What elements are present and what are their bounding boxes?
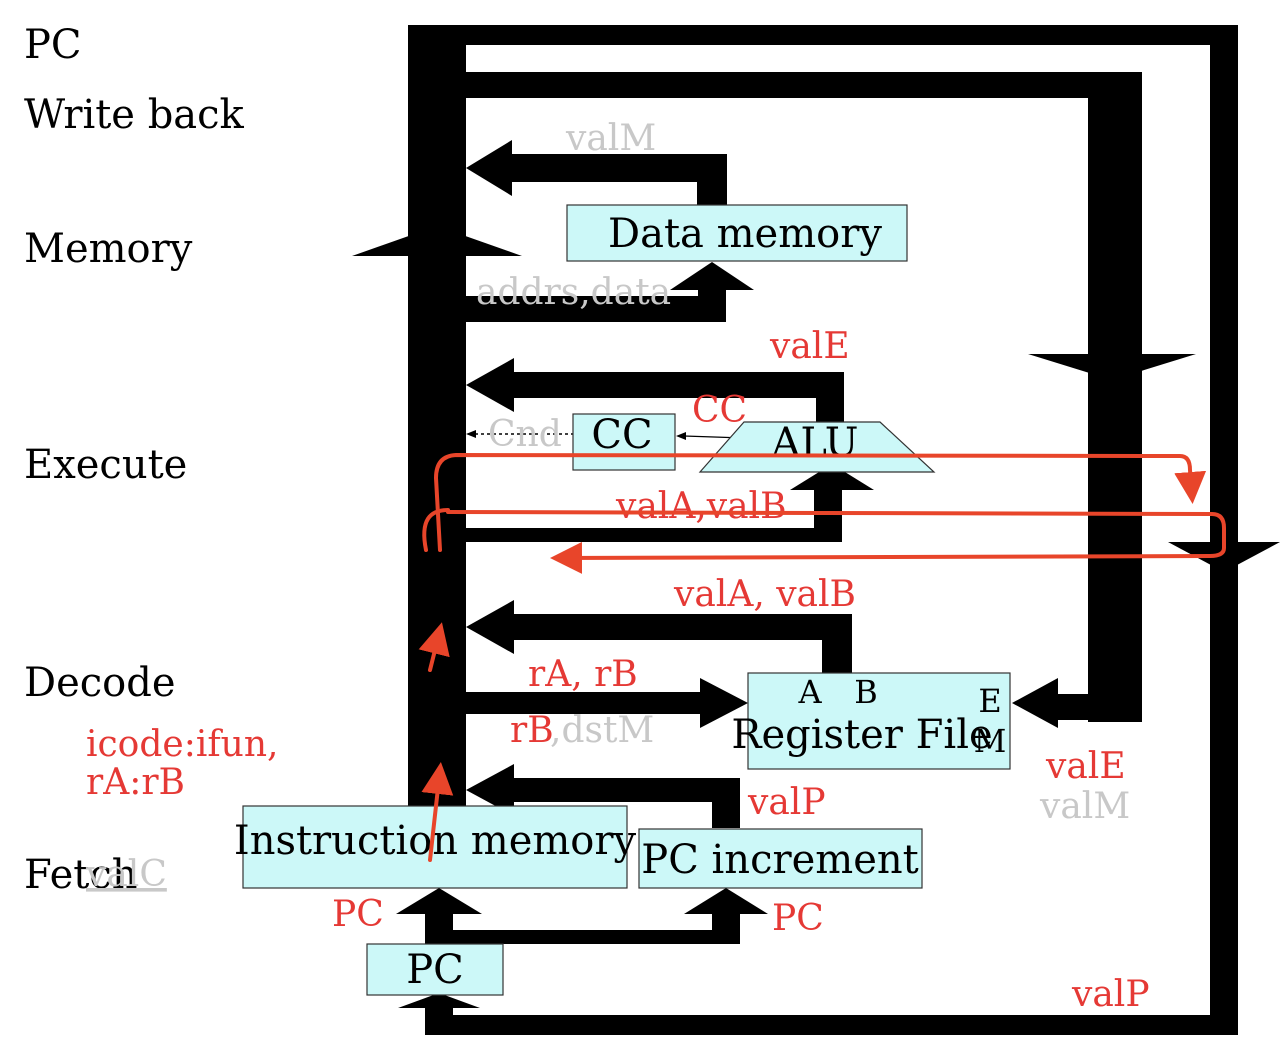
vale-bar bbox=[502, 372, 844, 398]
pc-increment-box bbox=[638, 828, 923, 889]
signal-valc: valC bbox=[85, 854, 167, 895]
cc-box bbox=[572, 413, 676, 471]
bus-structure bbox=[352, 25, 1280, 1035]
signal-valp-increment: valP bbox=[747, 782, 826, 823]
register-port-e: E bbox=[978, 682, 1001, 720]
trace-lower-hook bbox=[422, 508, 450, 552]
signal-pc-to-imem: PC bbox=[332, 894, 384, 935]
valm-arrowhead bbox=[466, 140, 512, 196]
alu-label: ALU bbox=[771, 420, 859, 466]
writeback-arrowhead bbox=[1012, 678, 1058, 728]
addrs-stem bbox=[698, 286, 726, 322]
pc-increment-label: PC increment bbox=[641, 837, 918, 883]
pc-register-box bbox=[366, 943, 504, 996]
signal-vale-writeback: valE bbox=[1045, 746, 1126, 787]
valp-bottom-bus bbox=[425, 1015, 1238, 1035]
data-memory-label: Data memory bbox=[608, 211, 882, 257]
top-rail-gap bbox=[466, 45, 1210, 71]
valp-arrowhead bbox=[466, 764, 514, 816]
alu-in-bar bbox=[466, 528, 842, 542]
cc-box-label: CC bbox=[591, 412, 652, 458]
blocks: Data memory CC ALU A B E M Register File… bbox=[234, 204, 1011, 996]
signal-vala-valb-regout: valA, valB bbox=[673, 574, 856, 615]
stage-label-fetch: Fetch bbox=[24, 852, 137, 898]
red-trace-annotations bbox=[418, 453, 1226, 862]
signal-vala-valb-alu: valA,valB bbox=[615, 486, 787, 527]
main-vertical-bus bbox=[408, 25, 466, 810]
signal-ra-rb-fields: rA:rB bbox=[86, 762, 185, 803]
memory-stage-marker bbox=[352, 226, 522, 256]
pc-to-inc-stem bbox=[712, 910, 740, 944]
signal-valp-bottom: valP bbox=[1071, 974, 1150, 1015]
stage-label-write-back: Write back bbox=[24, 92, 245, 138]
signal-addrs-data: addrs,data bbox=[476, 272, 671, 313]
cc-input-arrowhead bbox=[676, 432, 686, 440]
pc-register-label: PC bbox=[406, 947, 464, 993]
register-port-m: M bbox=[974, 722, 1007, 760]
addrs-bar bbox=[466, 296, 724, 322]
stage-labels: PC Write back Memory Execute Decode Fetc… bbox=[24, 22, 245, 898]
signal-valm-writeback: valM bbox=[1039, 786, 1130, 827]
signal-cc-label: CC bbox=[692, 390, 747, 431]
alu-in-arrowhead bbox=[790, 464, 874, 490]
trace-upper-loop bbox=[434, 453, 1207, 552]
signal-vale-alu: valE bbox=[769, 326, 850, 367]
pc-to-imem-arrowhead bbox=[396, 888, 482, 914]
writeback-bar bbox=[1050, 694, 1142, 720]
signal-cnd: Cnd bbox=[488, 414, 562, 455]
signal-valm-top: valM bbox=[565, 118, 656, 159]
register-file-label: Register File bbox=[731, 712, 992, 758]
signal-rb: rB bbox=[510, 710, 554, 751]
stage-label-pc: PC bbox=[24, 22, 82, 68]
trace-arrow-fetch bbox=[421, 762, 454, 862]
writeback-stage-marker bbox=[1028, 354, 1196, 380]
regout-bar bbox=[506, 614, 852, 640]
register-port-a: A bbox=[797, 673, 822, 711]
vale-arrowhead bbox=[466, 358, 514, 412]
valm-bar bbox=[500, 154, 727, 182]
cnd-arrowhead bbox=[466, 430, 476, 438]
pc-input-stem bbox=[425, 1005, 453, 1035]
pc-branch-bar bbox=[425, 930, 739, 944]
stage-label-memory: Memory bbox=[24, 226, 193, 272]
register-file-box bbox=[747, 672, 1011, 770]
writeback-rail bbox=[466, 72, 1142, 98]
pc-input-arrowhead bbox=[398, 993, 480, 1008]
writeback-vertical-bus bbox=[1088, 72, 1142, 722]
regout-arrowhead bbox=[466, 600, 514, 654]
stage-label-execute: Execute bbox=[24, 442, 187, 488]
signal-dstm: ,dstM bbox=[550, 710, 654, 751]
valp-stage-marker bbox=[1168, 542, 1280, 572]
data-memory-box bbox=[566, 204, 908, 262]
trace-arrow-decode bbox=[418, 622, 450, 672]
ra-rb-arrowhead bbox=[700, 678, 748, 728]
signal-ra-rb: rA, rB bbox=[528, 654, 638, 695]
stage-label-decode: Decode bbox=[24, 660, 176, 706]
signal-pc-to-increment: PC bbox=[772, 898, 824, 939]
addrs-arrowhead bbox=[670, 262, 754, 290]
register-port-b: B bbox=[854, 673, 878, 711]
valp-bar bbox=[510, 778, 740, 802]
trace-lower-loop bbox=[446, 510, 1226, 574]
pc-to-inc-arrowhead bbox=[684, 888, 768, 914]
ra-rb-bar bbox=[466, 692, 710, 714]
signal-icode-ifun: icode:ifun, bbox=[86, 724, 278, 765]
signal-labels: valM addrs,data valE CC Cnd valA,valB va… bbox=[85, 118, 1150, 1015]
